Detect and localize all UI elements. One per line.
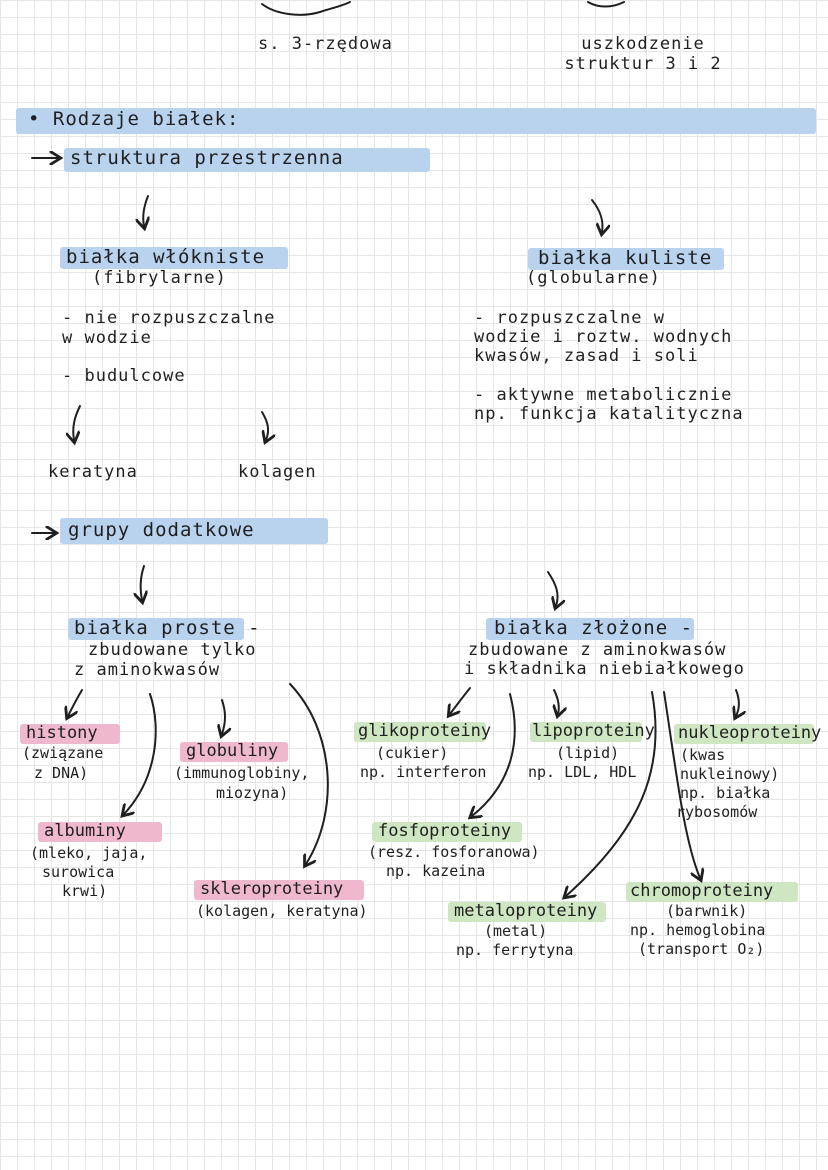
arrow-to-nucleoproteins bbox=[736, 689, 739, 716]
nucleoproteins-highlight bbox=[674, 724, 814, 744]
albumins-highlight bbox=[38, 822, 162, 842]
glycoproteins-desc-line2: np. interferon bbox=[360, 763, 487, 781]
chromoproteins-label: chromoproteiny bbox=[630, 881, 774, 901]
histones-desc-line2: z DNA) bbox=[34, 764, 89, 782]
arrow-to-metalloproteins bbox=[566, 691, 657, 896]
top-sketch-fragment bbox=[261, 1, 351, 16]
nucleoproteins-desc-line1: (kwas bbox=[680, 746, 726, 764]
damage-caption-line1: uszkodzenie bbox=[581, 34, 705, 54]
globulins-label: globuliny bbox=[186, 741, 279, 761]
globular-prop1-line2: wodzie i roztw. wodnych bbox=[474, 327, 733, 347]
groups-heading-highlight bbox=[60, 518, 328, 544]
simple-desc-line1: zbudowane tylko bbox=[88, 640, 257, 660]
metalloproteins-highlight bbox=[448, 902, 606, 922]
globular-prop1-line1: - rozpuszczalne w bbox=[474, 308, 665, 328]
arrow-to-globulins bbox=[222, 699, 225, 734]
simple-title-highlight bbox=[68, 618, 244, 640]
tertiary-structure-caption: s. 3-rzędowa bbox=[258, 34, 393, 54]
histones-desc-line1: (związane bbox=[22, 744, 104, 762]
fibrous-prop1-line2: w wodzie bbox=[62, 328, 152, 348]
lipoproteins-desc-line2: np. LDL, HDL bbox=[528, 763, 637, 781]
arrow-to-keratin bbox=[73, 405, 81, 440]
arrow-to-collagen bbox=[261, 411, 268, 440]
fibrous-prop1-line1: - nie rozpuszczalne bbox=[62, 308, 276, 328]
arrow-to-phosphoproteins bbox=[472, 693, 516, 816]
structure-heading: struktura przestrzenna bbox=[70, 147, 344, 169]
complex-title: białka złożone - bbox=[494, 617, 694, 639]
section-title: • Rodzaje białek: bbox=[28, 108, 240, 130]
simple-title: białka proste - bbox=[74, 617, 261, 639]
chromoproteins-desc-line2: np. hemoglobina bbox=[630, 921, 766, 939]
albumins-label: albuminy bbox=[44, 821, 126, 841]
glycoproteins-highlight bbox=[354, 722, 486, 742]
nucleoproteins-label: nukleoproteiny bbox=[678, 723, 822, 743]
albumins-desc-line3: krwi) bbox=[62, 882, 108, 900]
scleroproteins-desc-line1: (kolagen, keratyna) bbox=[196, 902, 368, 920]
arrow-to-complex bbox=[547, 571, 558, 606]
complex-desc-line1: zbudowane z aminokwasów bbox=[468, 640, 727, 660]
glycoproteins-desc-line1: (cukier) bbox=[376, 744, 449, 762]
fibrous-prop2: - budulcowe bbox=[62, 366, 186, 386]
arrow-to-scleroproteins bbox=[289, 683, 329, 864]
arrow-to-chromoproteins bbox=[663, 691, 700, 878]
complex-title-highlight bbox=[486, 618, 694, 640]
structure-heading-highlight bbox=[64, 148, 430, 172]
damage-caption: uszkodzenie struktur 3 i 2 bbox=[548, 34, 738, 74]
globulins-highlight bbox=[180, 742, 288, 762]
globular-prop2-line2: np. funkcja katalityczna bbox=[474, 404, 744, 424]
histones-label: histony bbox=[26, 723, 98, 743]
globulins-desc-line1: (immunoglobiny, bbox=[174, 764, 310, 782]
arrow-to-histones bbox=[68, 689, 83, 716]
fibrous-example-collagen: kolagen bbox=[238, 462, 317, 482]
metalloproteins-desc-line1: (metal) bbox=[484, 922, 548, 940]
scleroproteins-highlight bbox=[194, 880, 364, 900]
scleroproteins-label: skleroproteiny bbox=[200, 879, 344, 899]
glycoproteins-label: glikoproteiny bbox=[358, 721, 492, 741]
globular-subtitle: (globularne) bbox=[526, 268, 661, 288]
globular-prop1-line3: kwasów, zasad i soli bbox=[474, 346, 699, 366]
fibrous-title-highlight bbox=[60, 247, 288, 269]
phosphoproteins-desc-line1: (resz. fosforanowa) bbox=[368, 843, 540, 861]
lipoproteins-desc-line1: (lipid) bbox=[556, 744, 620, 762]
complex-desc-line2: i składnika niebiałkowego bbox=[464, 659, 745, 679]
albumins-desc-line2: surowica bbox=[42, 863, 115, 881]
arrow-to-albumins bbox=[124, 693, 157, 814]
globular-prop2-line1: - aktywne metabolicznie bbox=[474, 385, 733, 405]
fibrous-title: białka włókniste bbox=[66, 246, 266, 268]
fibrous-example-keratin: keratyna bbox=[48, 462, 138, 482]
nucleoproteins-desc-line4: rybosomów bbox=[676, 803, 758, 821]
groups-heading: grupy dodatkowe bbox=[68, 519, 255, 541]
arrow-to-lipoproteins bbox=[554, 689, 559, 714]
chromoproteins-desc-line3: (transport O₂) bbox=[638, 940, 765, 958]
damage-caption-line2: struktur 3 i 2 bbox=[564, 54, 722, 74]
albumins-desc-line1: (mleko, jaja, bbox=[30, 844, 148, 862]
histones-highlight bbox=[20, 724, 120, 744]
chromoproteins-highlight bbox=[626, 882, 798, 902]
nucleoproteins-desc-line2: nukleinowy) bbox=[680, 765, 780, 783]
globular-title: białka kuliste bbox=[538, 247, 713, 269]
section-title-highlight bbox=[16, 108, 816, 134]
lipoproteins-highlight bbox=[530, 722, 642, 742]
arrow-to-globular bbox=[591, 199, 603, 232]
arrow-to-glycoproteins bbox=[450, 687, 471, 714]
phosphoproteins-desc-line2: np. kazeina bbox=[386, 862, 486, 880]
lipoproteins-label: lipoproteiny bbox=[532, 721, 655, 741]
arrow-to-fibrous bbox=[143, 195, 148, 226]
globulins-desc-line2: miozyna) bbox=[216, 784, 289, 802]
arrow-to-simple bbox=[141, 565, 144, 600]
globular-title-highlight bbox=[528, 248, 724, 270]
phosphoproteins-highlight bbox=[372, 822, 522, 842]
top-sketch-fragment-right bbox=[587, 1, 625, 8]
simple-desc-line2: z aminokwasów bbox=[74, 660, 221, 680]
fibrous-subtitle: (fibrylarne) bbox=[92, 268, 227, 288]
phosphoproteins-label: fosfoproteiny bbox=[378, 821, 512, 841]
chromoproteins-desc-line1: (barwnik) bbox=[666, 902, 748, 920]
metalloproteins-label: metaloproteiny bbox=[454, 901, 598, 921]
nucleoproteins-desc-line3: np. białka bbox=[680, 784, 771, 802]
metalloproteins-desc-line2: np. ferrytyna bbox=[456, 941, 574, 959]
